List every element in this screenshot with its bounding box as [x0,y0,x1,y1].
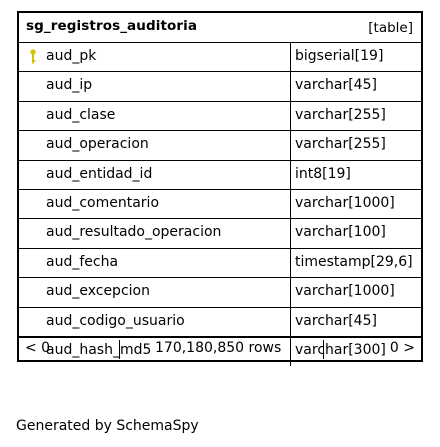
column-type: varchar[45] [295,77,377,94]
column-type: timestamp[29,6] [295,253,413,270]
column-name-cell: aud_resultado_operacion [19,219,291,247]
column-type-cell: varchar[1000] [290,190,421,219]
column-type-cell: varchar[255] [290,101,421,131]
column-name: aud_clase [46,106,116,123]
column-type: varchar[255] [295,136,386,153]
table-name: sg_registros_auditoria [26,18,198,34]
footer-separator [119,340,120,359]
column-name-cell: aud_fecha [19,249,291,277]
column-name-cell: aud_codigo_usuario [19,308,291,336]
column-name-cell: aud_clase [19,102,291,130]
column-type: int8[19] [295,165,351,182]
column-row: aud_operacion varchar[255] [19,131,421,161]
column-name: aud_fecha [46,253,119,270]
column-name: aud_excepcion [46,283,150,300]
column-type-cell: int8[19] [290,160,421,189]
column-type-cell: varchar[45] [290,72,421,101]
generated-by-text: Generated by SchemaSpy [16,418,199,434]
column-row: aud_pk bigserial[19] [19,43,421,73]
column-row: aud_hash_md5 varchar[300] [19,337,421,367]
column-type-cell: timestamp[29,6] [290,248,421,278]
column-row: aud_comentario varchar[1000] [19,190,421,220]
table-title-row: sg_registros_auditoria [table] [19,13,421,43]
column-type: bigserial[19] [295,48,384,64]
footer-separator [323,340,324,359]
table-box: sg_registros_auditoria [table] aud_pk big… [17,11,423,367]
column-name-cell: aud_operacion [19,131,291,159]
parent-count: < 0 [25,340,51,356]
column-type: varchar[1000] [295,195,395,211]
column-name: aud_pk [46,48,97,64]
column-row: aud_entidad_id int8[19] [19,160,421,190]
column-name: aud_entidad_id [46,165,153,182]
column-type: varchar[100] [295,224,386,241]
column-name: aud_comentario [46,195,160,211]
column-type-cell: bigserial[19] [290,43,421,72]
table-kind: [table] [368,20,413,36]
column-name-cell: aud_excepcion [19,278,291,306]
column-name: aud_hash_md5 [46,342,152,358]
column-row: aud_resultado_operacion varchar[100] [19,219,421,249]
column-row: aud_clase varchar[255] [19,101,421,132]
column-type: varchar[45] [295,312,377,329]
column-name: aud_ip [46,77,93,94]
column-name-cell: aud_comentario [19,190,291,218]
column-row: aud_codigo_usuario varchar[45] [19,307,421,337]
row-count: 170,180,850 rows [155,340,282,356]
column-type-cell: varchar[1000] [290,278,421,307]
column-type-cell: varchar[255] [290,131,421,160]
column-type-cell: varchar[300] [290,337,421,367]
column-type-cell: varchar[45] [290,307,421,336]
column-name: aud_codigo_usuario [46,312,185,329]
column-name-cell: aud_hash_md5 [19,337,291,366]
column-row: aud_excepcion varchar[1000] [19,278,421,308]
column-name-cell: aud_ip [19,72,291,100]
column-type-cell: varchar[100] [290,219,421,248]
column-name: aud_resultado_operacion [46,224,222,241]
key-icon [30,49,36,64]
column-name-cell: aud_entidad_id [19,161,291,189]
column-type: varchar[1000] [295,283,395,300]
table-footer: < 0 170,180,850 rows 0 > [19,337,421,360]
column-row: aud_fecha timestamp[29,6] [19,248,421,279]
column-row: aud_ip varchar[45] [19,72,421,102]
column-name: aud_operacion [46,136,149,153]
column-type: varchar[300] [295,342,386,358]
column-name-cell: aud_pk [19,43,291,71]
child-count: 0 > [389,340,415,356]
column-type: varchar[255] [295,106,386,123]
